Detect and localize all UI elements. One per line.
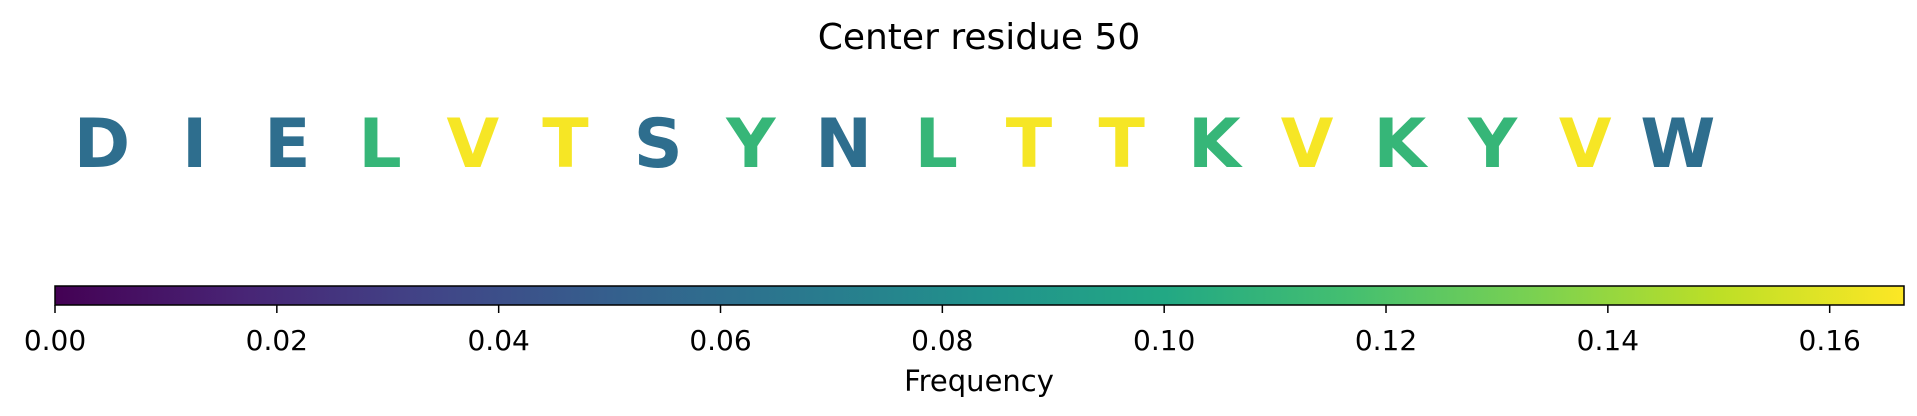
residue-letter-12: T — [1099, 105, 1146, 184]
colorbar: 0.00 0.02 0.04 0.06 0.08 0.10 0.12 0.14 0.16 Fre… — [24, 285, 1905, 398]
residue-letter-11: T — [1006, 105, 1053, 184]
residue-letter-3: E — [264, 105, 310, 184]
residue-letter-8: Y — [725, 105, 776, 184]
residue-letter-10: L — [915, 105, 958, 184]
residue-letter-6: T — [542, 105, 589, 184]
colorbar-tick-label-2: 0.04 — [467, 324, 529, 357]
colorbar-tick-label-1: 0.02 — [246, 324, 308, 357]
residue-letter-18: W — [1640, 105, 1715, 184]
chart-title: Center residue 50 — [818, 17, 1141, 58]
colorbar-tick-label-8: 0.16 — [1799, 324, 1861, 357]
residue-letter-14: V — [1281, 105, 1334, 184]
colorbar-label: Frequency — [904, 364, 1054, 398]
residue-letter-13: K — [1188, 105, 1243, 184]
colorbar-tick-label-6: 0.12 — [1355, 324, 1417, 357]
colorbar-ticks: 0.00 0.02 0.04 0.06 0.08 0.10 0.12 0.14 0.16 — [24, 305, 1861, 357]
residue-letter-2: I — [182, 105, 207, 184]
residue-letter-1: D — [74, 105, 130, 184]
colorbar-tick-label-7: 0.14 — [1577, 324, 1639, 357]
colorbar-tick-label-0: 0.00 — [24, 324, 86, 357]
residue-letter-7: S — [634, 105, 683, 184]
colorbar-tick-label-4: 0.08 — [911, 324, 973, 357]
residue-letter-9: N — [815, 105, 872, 184]
colorbar-gradient — [54, 285, 1905, 306]
residue-letter-4: L — [358, 105, 401, 184]
colorbar-tick-label-3: 0.06 — [689, 324, 751, 357]
residue-letter-15: K — [1373, 105, 1428, 184]
residue-letter-17: V — [1559, 105, 1612, 184]
residue-letter-16: Y — [1467, 105, 1518, 184]
colorbar-tick-label-5: 0.10 — [1133, 324, 1195, 357]
residue-letter-5: V — [446, 105, 499, 184]
